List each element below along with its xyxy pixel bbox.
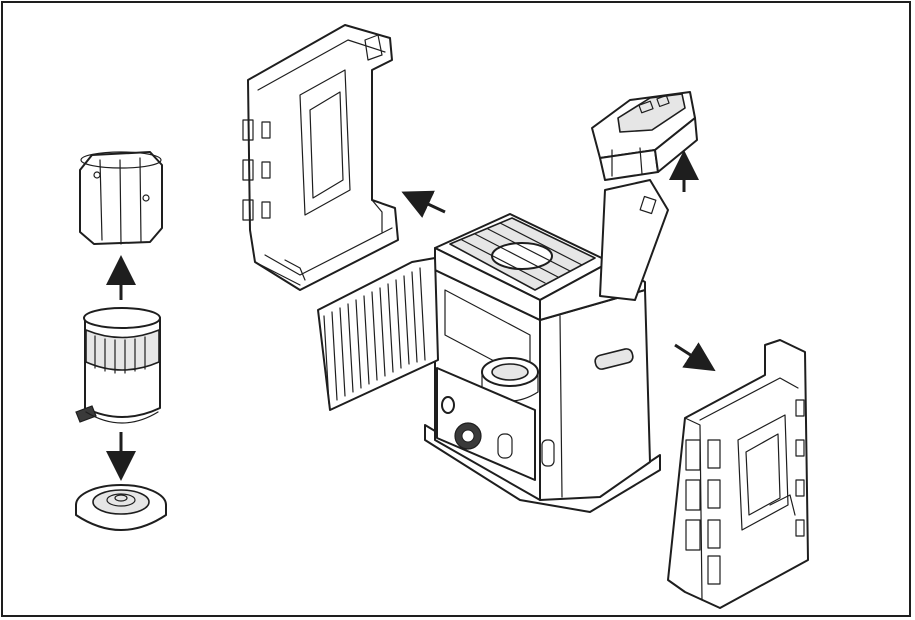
- back-frame-left: [242, 24, 399, 291]
- back-frame-notches: [242, 119, 271, 221]
- side-frame-notches: [685, 399, 805, 585]
- control-module: [591, 91, 698, 181]
- burner-base: [75, 484, 167, 531]
- brand-badge: [594, 348, 634, 370]
- burner-cylinder: [75, 307, 161, 424]
- chimney-upper: [79, 151, 163, 245]
- arrow-left-frame: [401, 190, 446, 218]
- side-frame-right: [667, 339, 809, 609]
- knob-icon: [454, 422, 482, 450]
- arrow-right-frame: [674, 342, 716, 372]
- grille: [449, 217, 596, 291]
- finned-reflector: [317, 257, 439, 411]
- heater-body: [424, 179, 669, 513]
